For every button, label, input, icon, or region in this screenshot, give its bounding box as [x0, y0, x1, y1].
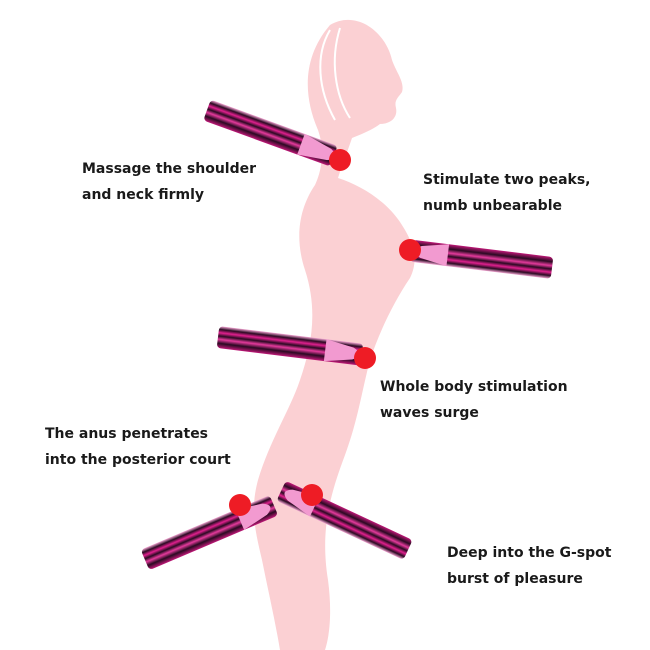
- callout-line: numb unbearable: [423, 198, 562, 214]
- callout-line: Deep into the G-spot: [447, 545, 612, 561]
- hair-lines: [319, 27, 351, 121]
- callout-line: Whole body stimulation: [380, 379, 568, 395]
- callout-line: burst of pleasure: [447, 571, 583, 587]
- callout-waist: Whole body stimulation waves surge: [380, 374, 568, 426]
- callout-front: Deep into the G-spot burst of pleasure: [447, 540, 611, 592]
- callout-line: The anus penetrates: [45, 426, 209, 442]
- dot-chest: [399, 239, 421, 261]
- callout-line: into the posterior court: [45, 452, 231, 468]
- dot-waist: [354, 347, 376, 369]
- dot-shoulder: [329, 149, 351, 171]
- callout-line: and neck firmly: [82, 187, 205, 203]
- callout-shoulder: Massage the shoulder and neck firmly: [82, 156, 256, 208]
- callout-line: waves surge: [380, 405, 479, 421]
- callout-chest: Stimulate two peaks, numb unbearable: [423, 167, 590, 219]
- dot-front: [301, 484, 323, 506]
- callout-line: Stimulate two peaks,: [423, 172, 591, 188]
- callout-back: The anus penetrates into the posterior c…: [45, 421, 231, 473]
- callout-line: Massage the shoulder: [82, 161, 257, 177]
- wand-waist: [217, 326, 363, 366]
- dot-back: [229, 494, 251, 516]
- wand-chest: [410, 240, 553, 279]
- wand-shoulder: [204, 100, 337, 166]
